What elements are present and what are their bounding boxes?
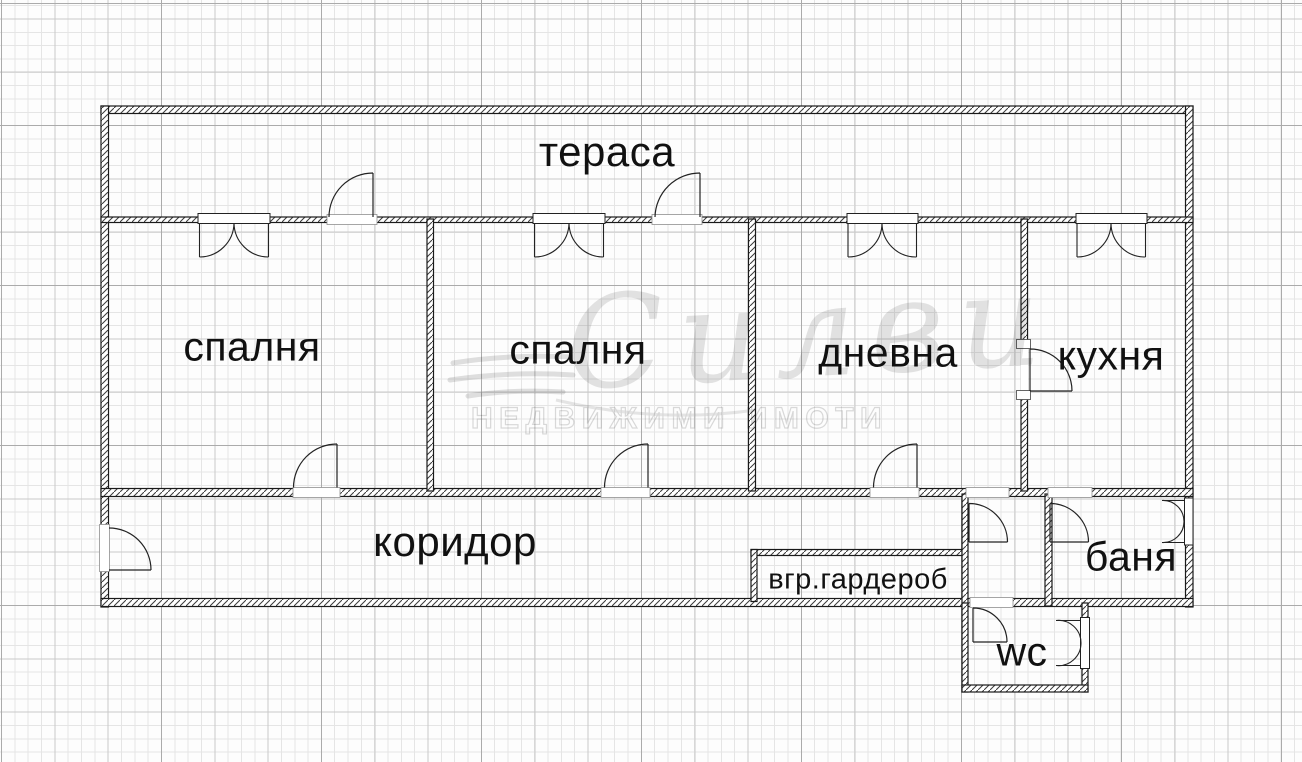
bath-door-opening (1047, 487, 1093, 498)
bath-window-casement (1161, 499, 1185, 544)
living-window-casement (847, 222, 918, 258)
bedroom1-window (197, 213, 271, 224)
kitchen-door-jamb-top (1016, 339, 1031, 349)
room-label-kitchen: кухня (1057, 332, 1165, 379)
doors (108, 172, 1090, 643)
bedroom1-door-opening (292, 487, 341, 498)
bedroom1-window-casement (198, 222, 270, 258)
terrace-door2-opening (651, 214, 703, 225)
vestibule-door (968, 502, 1009, 543)
door-openings (99, 214, 1093, 608)
bedroom2-window-casement (533, 222, 605, 258)
kitchen-door-opening (1016, 339, 1031, 400)
living-window (846, 213, 919, 224)
wall-wc-left (961, 602, 969, 693)
windows (197, 213, 1194, 669)
room-label-bedroom2: спалня (509, 326, 647, 373)
wc-door (972, 607, 1008, 643)
wall-bath-left (1044, 493, 1053, 607)
wall-outer-top (100, 105, 1194, 115)
room-label-bedroom1: спалня (183, 323, 321, 370)
entrance-door (108, 527, 152, 571)
kitchen-window (1075, 213, 1148, 224)
kitchen-door-jamb-bottom (1016, 390, 1031, 400)
wc-window (1080, 617, 1090, 669)
wall-vestibule-left (961, 493, 969, 607)
kitchen-window-casement (1076, 222, 1147, 258)
bath-door (1049, 502, 1090, 543)
room-label-terrace: тераса (538, 128, 676, 175)
bedroom2-window (532, 213, 606, 224)
terrace-door1 (328, 172, 374, 218)
kitchen-door (1029, 348, 1073, 392)
terrace-door1-opening (326, 214, 378, 225)
wall-bedroom-divider (426, 218, 435, 492)
wall-bedroom2-living (747, 218, 757, 492)
bath-window (1184, 497, 1194, 546)
vestibule-door-opening (965, 487, 1010, 498)
wall-wardrobe-left (750, 548, 758, 603)
room-label-corridor: коридор (373, 518, 537, 565)
entrance-door-opening (99, 524, 110, 572)
living-door-opening (869, 487, 920, 498)
wc-window-casement (1055, 619, 1082, 667)
room-label-wardrobe: вгр.гардероб (768, 563, 948, 596)
wall-terrace-bottom (100, 216, 1194, 224)
bedroom1-door (292, 443, 338, 488)
living-door (872, 443, 918, 488)
wall-wc-bottom (961, 684, 1089, 693)
room-label-living: дневна (818, 329, 958, 376)
wc-door-opening (969, 597, 1014, 608)
terrace-door2 (654, 172, 701, 218)
window-casements (198, 222, 1185, 667)
bedroom2-door (603, 443, 649, 488)
wall-outer-bottom (100, 597, 1194, 608)
room-label-wc: wc (996, 628, 1048, 675)
bedroom2-door-opening (600, 487, 651, 498)
room-label-bath: баня (1084, 533, 1178, 580)
wall-wardrobe-top (750, 548, 963, 557)
